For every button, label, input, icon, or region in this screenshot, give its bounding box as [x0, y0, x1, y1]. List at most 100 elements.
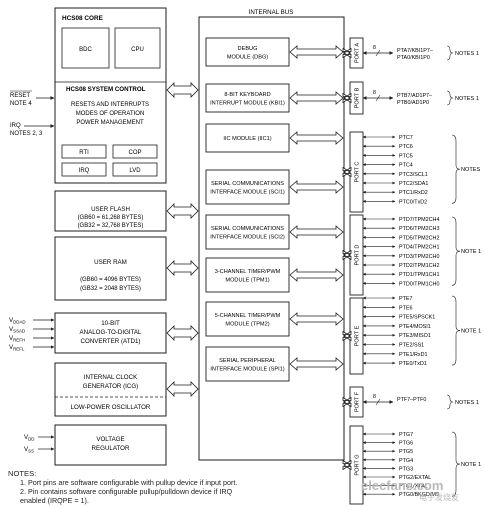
pin-b-1: PTB0/AD1P0	[397, 100, 429, 106]
brace-c	[451, 134, 461, 204]
pin-g-4: PTG3	[399, 466, 413, 472]
atd-pin-ssad: VSSAD	[9, 326, 25, 334]
atd-line-2: ANALOG-TO-DIGITAL	[80, 329, 143, 336]
module-label-2-0: IIC MODULE (IIC1)	[223, 136, 271, 142]
module-bus-arrow-3	[289, 180, 344, 194]
module-bus-arrow-6	[289, 312, 344, 326]
atd-pin-sub-0: DDAD	[13, 320, 25, 325]
low-power-oscillator: LOW-POWER OSCILLATOR	[71, 404, 151, 411]
module-label-0-0: DEBUG	[238, 46, 258, 52]
port-bus8-width-f: 8	[373, 394, 376, 400]
atd-block	[54, 312, 167, 354]
ram-size-gb60: (GB60 = 4096 BYTES)	[80, 277, 141, 283]
port-label-3: PORT D	[355, 245, 361, 266]
module-block-7	[205, 346, 290, 382]
module-label-7-0: SERIAL PERIPHERAL	[219, 358, 276, 364]
module-label-1-1: INTERRUPT MODULE (KBI1)	[210, 100, 285, 106]
port-label-1: PORT B	[355, 87, 361, 108]
module-label-7-1: INTERFACE MODULE (SPI1)	[210, 366, 284, 372]
module-label-6-1: MODULE (TPM2)	[225, 321, 269, 327]
left-bus-arrows	[166, 82, 199, 397]
reset-note: NOTE 4	[10, 101, 32, 107]
port-bus8-slash-a	[375, 49, 381, 57]
brace-g	[451, 431, 461, 497]
pin-d-2: PTD5/TPM2CH2	[399, 235, 439, 241]
port-bus-arrow-2	[342, 166, 352, 178]
module-block-2	[205, 123, 290, 153]
port-bus-arrow-6	[342, 459, 352, 471]
cop-block	[112, 144, 158, 159]
ram-title: USER RAM	[94, 259, 127, 266]
module-block-4	[205, 214, 290, 250]
core-bus-arrow	[166, 82, 199, 98]
port-note-b: NOTES 1	[455, 96, 479, 102]
icg-line-2: GENERATOR (ICG)	[83, 383, 138, 390]
atd-pin-refl: VREFL	[9, 344, 25, 352]
user-ram-block	[54, 236, 167, 301]
irq-label: IRQ	[79, 168, 90, 174]
note-2: 2. Pin contains software configurable pu…	[20, 487, 233, 496]
icg-line-1: INTERNAL CLOCK	[84, 374, 138, 381]
voltage-regulator-block	[54, 424, 167, 466]
flash-size-gb60: (GB60 = 61,268 BYTES)	[78, 215, 144, 221]
cop-label: COP	[128, 150, 141, 156]
flash-bus-arrow	[166, 203, 199, 219]
module-bus-arrow-7	[289, 357, 344, 371]
pin-b-0: PTB7/AD1P7–	[397, 93, 432, 99]
ram-bus-arrow	[166, 260, 199, 276]
pin-e-7: PTE0/TxD1	[399, 361, 427, 367]
pin-g-0: PTG7	[399, 432, 413, 438]
pin-g-2: PTG5	[399, 449, 413, 455]
pin-c-4: PTC3/SCL1	[399, 172, 428, 178]
module-label-5-0: 3-CHANNEL TIMER/PWM	[215, 269, 281, 275]
pin-f-0: PTF7–PTF0	[397, 397, 426, 403]
brace-d	[451, 216, 461, 286]
atd-bus-arrow	[166, 325, 199, 341]
port-note-d: NOTE 1	[461, 249, 481, 255]
atd-pin-ddad: VDDAD	[9, 317, 26, 325]
irq-pin-label: IRQ	[10, 123, 21, 129]
pin-g-6: PTG1/XTAL	[399, 484, 428, 490]
footnotes: NOTES: 1. Port pins are software configu…	[8, 469, 478, 505]
pin-g-1: PTG6	[399, 441, 413, 447]
brace-e	[451, 295, 461, 366]
module-bus-arrow-2	[289, 131, 344, 145]
bdc-block	[61, 27, 110, 69]
atd-line-3: CONVERTER (ATD1)	[81, 338, 141, 345]
vreg-pin-sub-0: DD	[28, 437, 34, 442]
port-bus-arrow-4	[342, 330, 352, 342]
pin-d-3: PTD4/TPM2CH1	[399, 245, 439, 251]
user-flash-block	[54, 190, 167, 232]
vreg-line-1: VOLTAGE	[96, 436, 124, 443]
pin-c-1: PTC6	[399, 144, 413, 150]
port-bus8-width-b: 8	[373, 90, 376, 96]
sysctrl-desc-3: POWER MANAGEMENT	[76, 120, 144, 126]
brace-f	[446, 394, 454, 410]
port-note-f: NOTES 1	[455, 400, 479, 406]
module-bus-arrow-1	[289, 91, 344, 105]
watermark: elecfans.com 电子发烧友	[361, 478, 459, 502]
port-bus-arrow-5	[342, 396, 352, 408]
bdc-label: BDC	[79, 47, 92, 53]
pin-c-6: PTC1/RxD2	[399, 190, 428, 196]
pin-e-3: PTE4/MOSI1	[399, 324, 431, 330]
module-label-6-0: 5-CHANNEL TIMER/PWM	[215, 313, 281, 319]
sysctrl-desc-1: RESETS AND INTERRUPTS	[71, 102, 149, 108]
sysctrl-title: HCS08 SYSTEM CONTROL	[66, 86, 146, 93]
pin-d-7: PTD0/TPM1CH0	[399, 281, 439, 287]
port-label-4: PORT E	[355, 325, 361, 346]
module-block-1	[205, 83, 290, 113]
atd-pin-sub-2: REFH	[13, 338, 25, 343]
port-bus8-width-a: 8	[373, 45, 376, 51]
pin-a-0: PTA7/KBI1P7–	[397, 48, 433, 54]
lvd-label: LVD	[129, 168, 141, 174]
flash-size-gb32: (GB32 = 32,768 BYTES)	[78, 223, 144, 229]
module-label-3-1: INTERFACE MODULE (SCI1)	[210, 189, 285, 195]
module-label-4-1: INTERFACE MODULE (SCI2)	[210, 234, 285, 240]
icg-block	[54, 362, 167, 417]
note-1: 1. Port pins are software configurable w…	[20, 478, 238, 487]
module-bus-arrow-4	[289, 225, 344, 239]
